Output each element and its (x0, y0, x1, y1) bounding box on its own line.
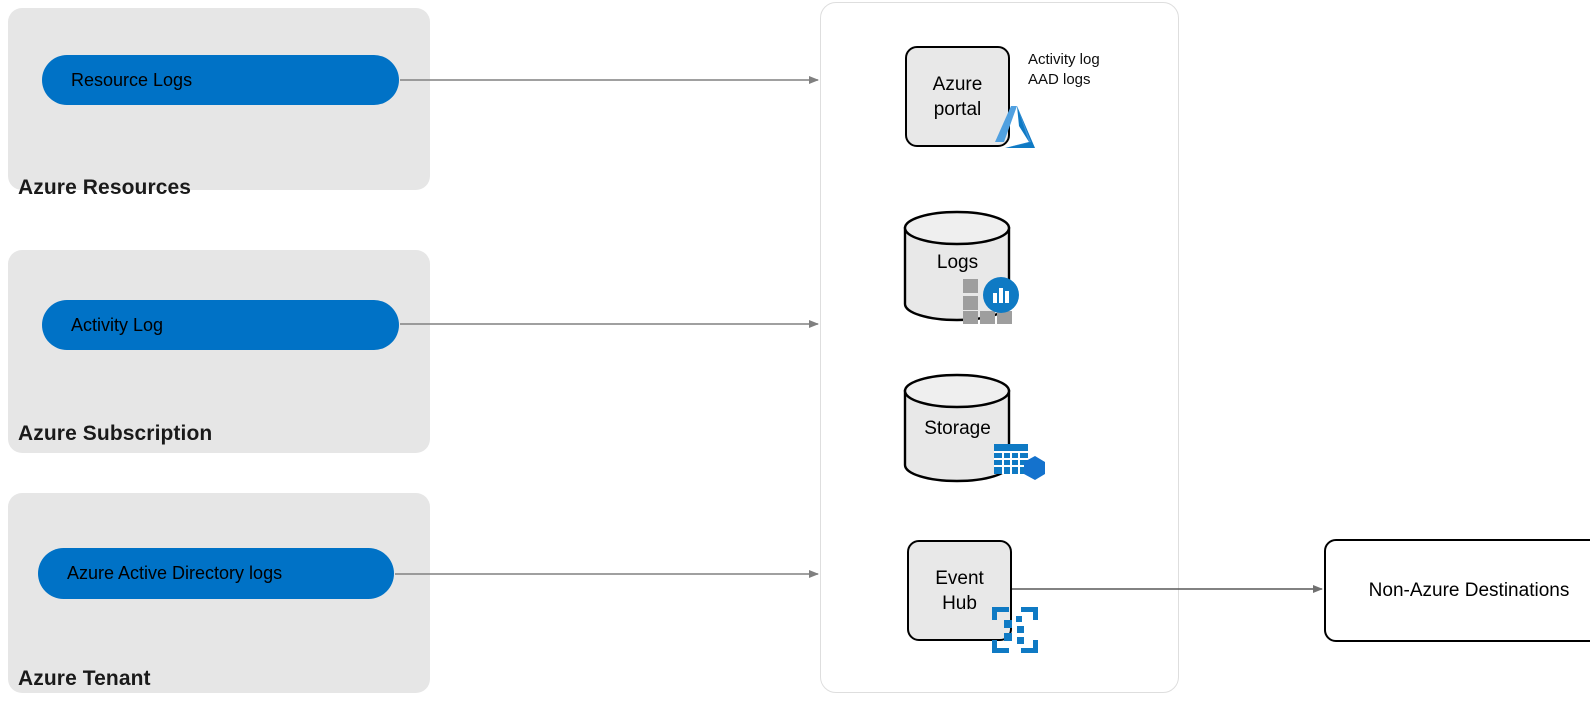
source-pill-label: Activity Log (71, 314, 164, 335)
storage-account-icon (994, 444, 1046, 491)
source-pill-aad-logs[interactable]: Azure Active Directory logs (38, 548, 394, 599)
scope-panel-azure-subscription (8, 250, 430, 453)
logs-label: Logs (936, 252, 979, 273)
scope-label-azure-tenant: Azure Tenant (18, 667, 151, 690)
storage-label: Storage (924, 418, 991, 439)
source-pill-label: Resource Logs (71, 69, 193, 90)
azure-logo-icon (995, 104, 1047, 157)
source-pill-resource-logs[interactable]: Resource Logs (42, 55, 399, 105)
portal-annotation: Activity log AAD logs (1028, 51, 1100, 88)
source-pill-activity-log[interactable]: Activity Log (42, 300, 399, 350)
scope-label-azure-subscription: Azure Subscription (18, 422, 213, 445)
source-pill-label: Azure Active Directory logs (67, 563, 283, 583)
event-hub-icon (991, 606, 1039, 658)
scope-label-azure-resources: Azure Resources (18, 176, 192, 199)
non-azure-destinations-box[interactable]: Non-Azure Destinations (1324, 539, 1590, 642)
non-azure-destinations-label: Non-Azure Destinations (1368, 579, 1570, 601)
log-analytics-icon (963, 277, 1033, 330)
destination-storage[interactable]: Storage (901, 373, 1014, 483)
destination-logs[interactable]: Logs (901, 210, 1014, 322)
